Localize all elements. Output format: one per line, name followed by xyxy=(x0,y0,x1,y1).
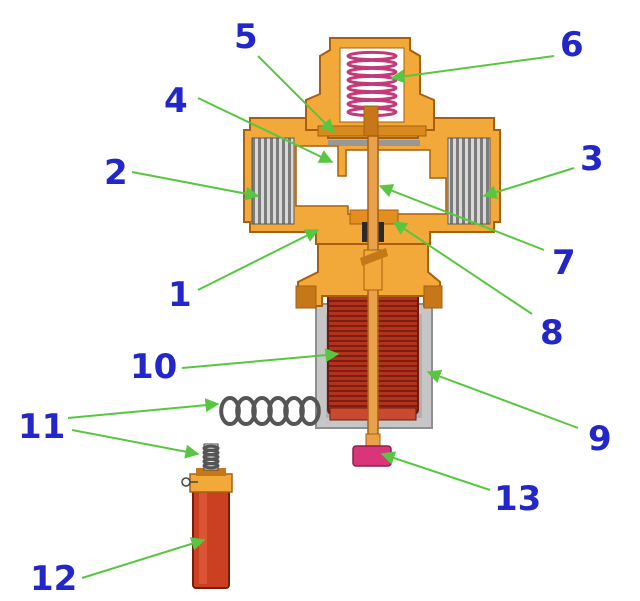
label-3: 3 xyxy=(580,139,604,179)
leader-3 xyxy=(482,167,575,199)
label-12: 12 xyxy=(30,559,77,599)
label-13: 13 xyxy=(494,479,541,519)
label-6: 6 xyxy=(560,25,584,65)
leader-13 xyxy=(380,451,491,491)
part-labels: 1 2 3 4 5 6 7 8 9 10 11 12 13 xyxy=(18,17,612,599)
leader-2 xyxy=(131,171,260,201)
spring-coil xyxy=(202,462,220,470)
leader-11b xyxy=(71,429,200,459)
label-4: 4 xyxy=(164,81,188,121)
label-5: 5 xyxy=(234,17,258,57)
spring-coil xyxy=(299,396,321,426)
leader-1 xyxy=(197,229,320,291)
label-9: 9 xyxy=(588,419,612,459)
sensor-spring xyxy=(202,444,220,470)
leader-7 xyxy=(378,184,545,251)
leader-10 xyxy=(181,348,340,369)
leader-6 xyxy=(390,55,555,84)
manual-button xyxy=(352,433,392,467)
label-7: 7 xyxy=(552,243,576,283)
inlet-thread xyxy=(251,137,295,225)
label-11: 11 xyxy=(18,407,65,447)
leader-4 xyxy=(197,97,334,163)
leader-11a xyxy=(67,398,220,419)
label-2: 2 xyxy=(104,153,128,193)
label-8: 8 xyxy=(540,313,564,353)
label-10: 10 xyxy=(130,347,177,387)
leader-5 xyxy=(257,55,335,133)
leader-lines xyxy=(67,55,579,579)
label-1: 1 xyxy=(168,275,192,315)
leader-9 xyxy=(426,369,579,429)
leader-12 xyxy=(81,537,206,579)
loose-spring xyxy=(219,396,321,426)
outlet-thread xyxy=(447,137,491,225)
leader-8 xyxy=(392,221,533,315)
